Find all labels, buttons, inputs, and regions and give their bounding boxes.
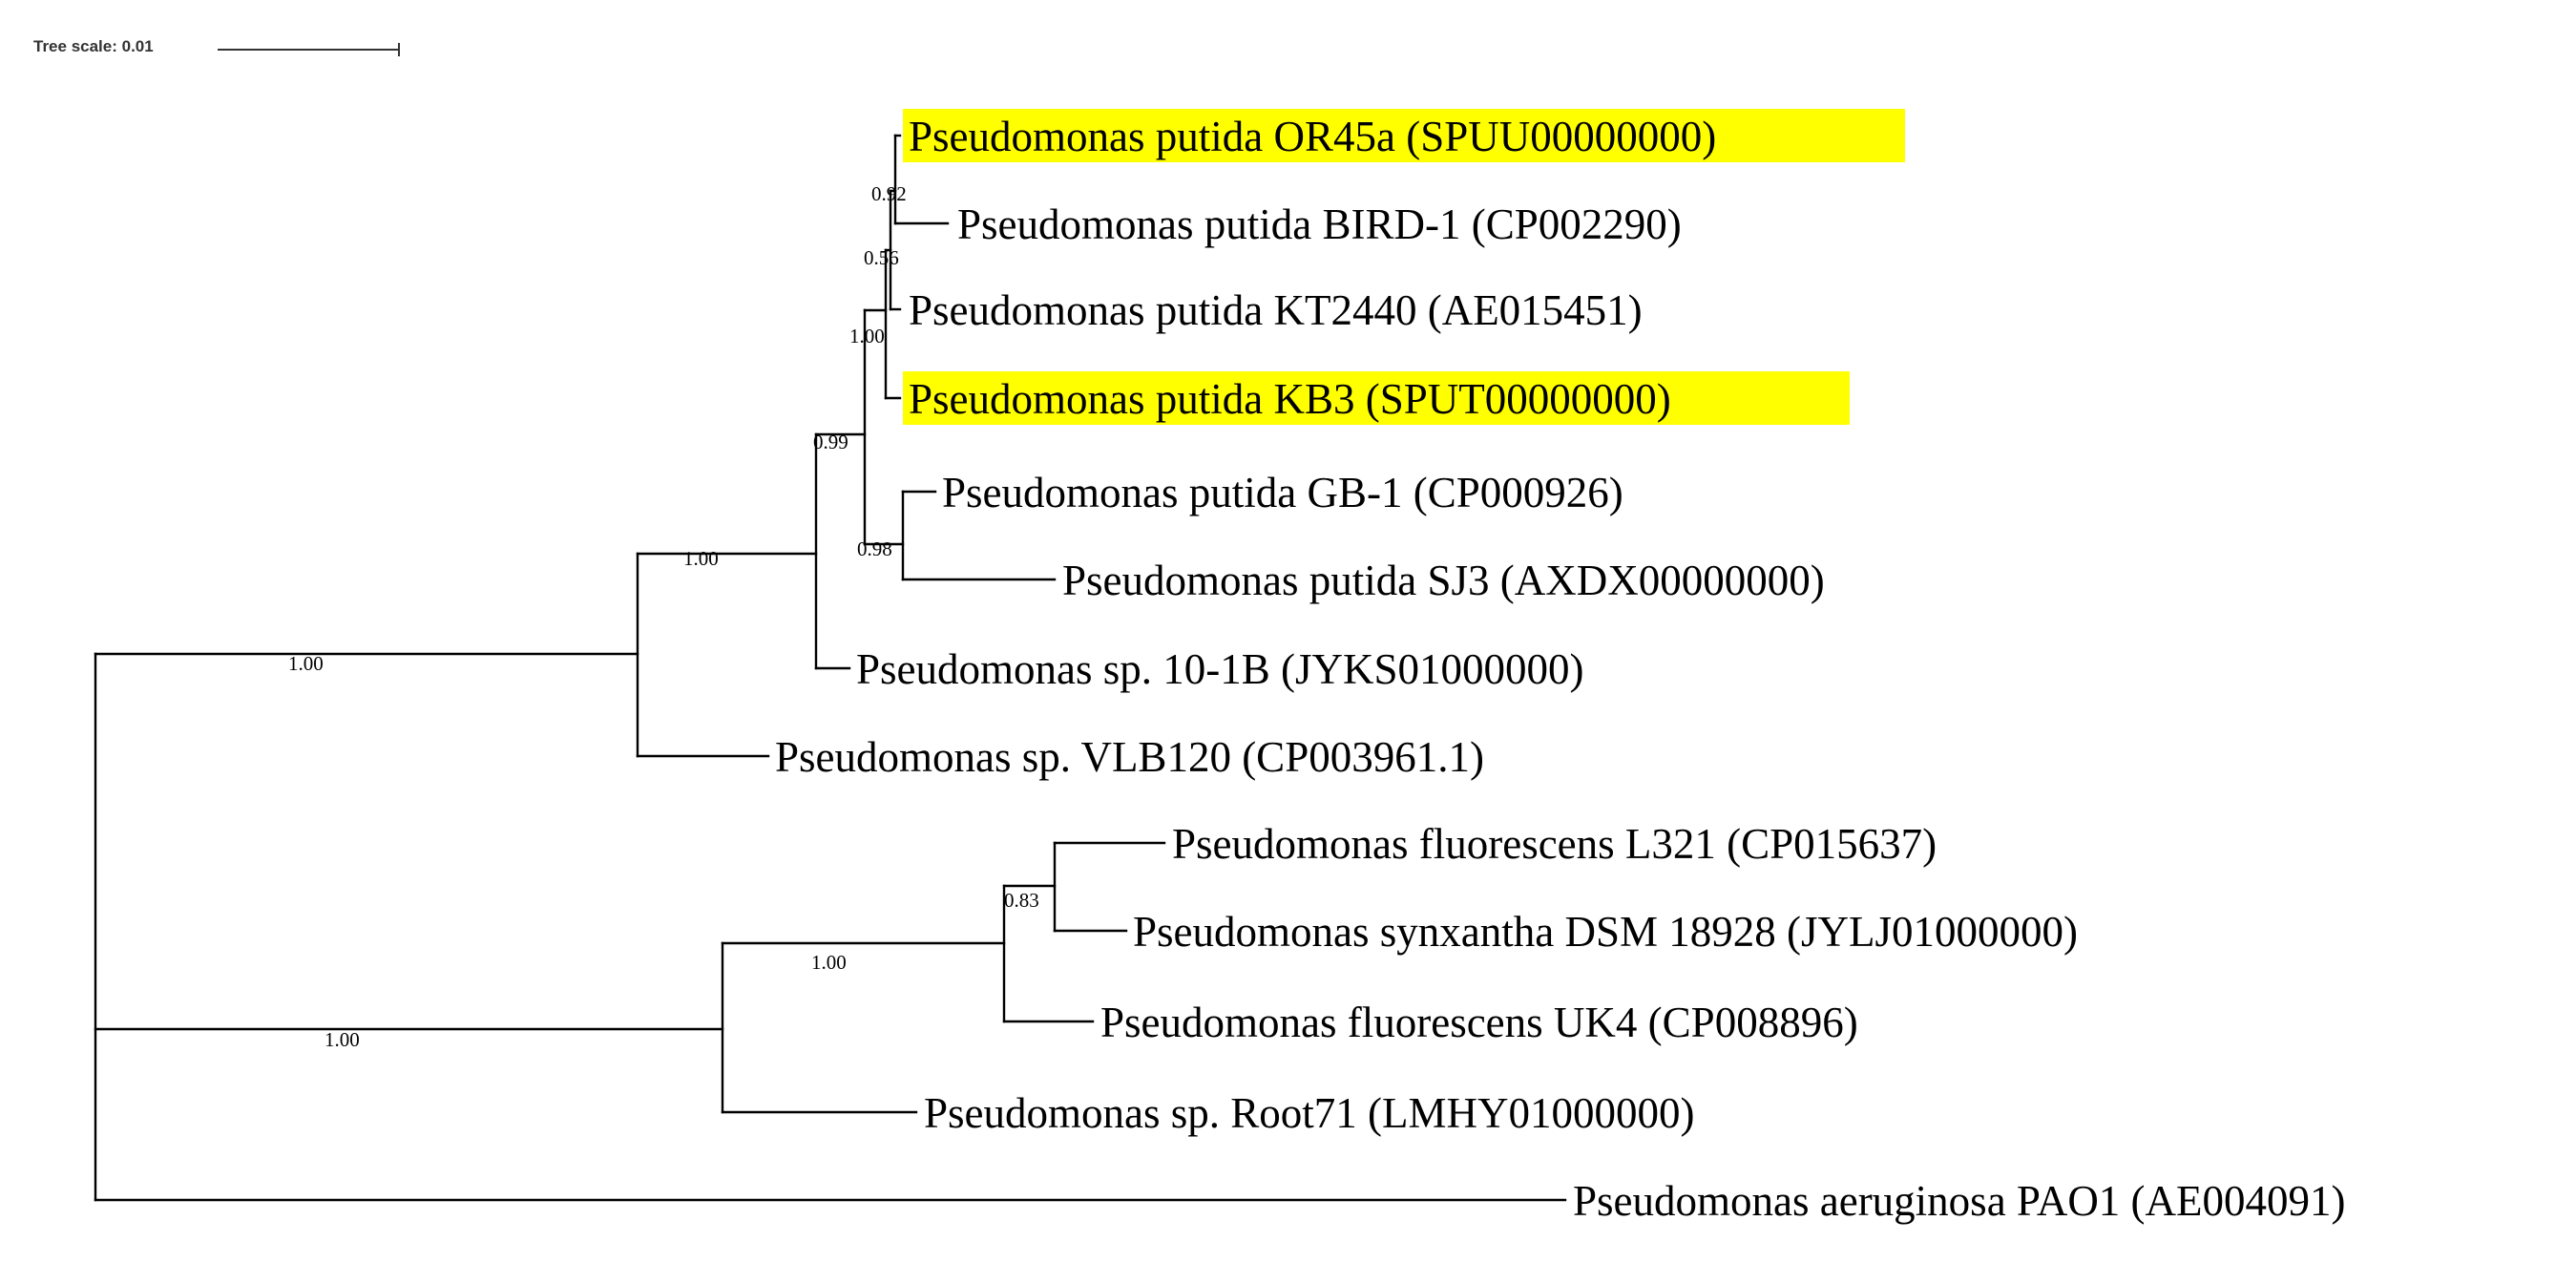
support-kt2440-clade: 0.56 — [864, 246, 899, 269]
leaf-label-pao1: Pseudomonas aeruginosa PAO1 (AE004091) — [1573, 1177, 2346, 1225]
support-gb1-sj3: 0.98 — [857, 537, 892, 560]
leaf-label-root71: Pseudomonas sp. Root71 (LMHY01000000) — [924, 1089, 1695, 1137]
leaf-highlights — [903, 109, 1905, 425]
leaf-label-kt2440: Pseudomonas putida KT2440 (AE015451) — [909, 286, 1643, 334]
tree-branches — [94, 134, 1567, 1202]
support-or45a-bird1: 0.92 — [871, 182, 907, 205]
support-putida-vlb-clade: 1.00 — [288, 652, 324, 675]
leaf-label-bird1: Pseudomonas putida BIRD-1 (CP002290) — [957, 200, 1682, 248]
leaf-labels: Pseudomonas putida OR45a (SPUU00000000) … — [775, 113, 2346, 1225]
leaf-label-l321: Pseudomonas fluorescens L321 (CP015637) — [1172, 820, 1937, 868]
leaf-label-vlb120: Pseudomonas sp. VLB120 (CP003961.1) — [775, 733, 1484, 781]
support-fluorescens-root71-clade: 1.00 — [325, 1028, 360, 1051]
tree-scale-label: Tree scale: 0.01 — [33, 37, 154, 55]
support-putida-group: 0.99 — [813, 431, 848, 453]
leaf-label-sp101b: Pseudomonas sp. 10-1B (JYKS01000000) — [856, 645, 1584, 693]
support-putida-sp-clade: 1.00 — [683, 547, 719, 570]
support-fluorescens-clade: 1.00 — [811, 951, 847, 974]
leaf-label-uk4: Pseudomonas fluorescens UK4 (CP008896) — [1100, 999, 1858, 1046]
leaf-label-gb1: Pseudomonas putida GB-1 (CP000926) — [942, 469, 1623, 516]
highlight-or45a — [903, 109, 1905, 162]
highlight-kb3 — [903, 371, 1850, 425]
leaf-label-dsm18928: Pseudomonas synxantha DSM 18928 (JYLJ010… — [1133, 908, 2078, 956]
support-values: 0.92 0.56 1.00 0.99 0.98 1.00 1.00 0.83 … — [288, 182, 1039, 1051]
support-fluorescens-l321-dsm: 0.83 — [1004, 889, 1039, 912]
leaf-label-or45a: Pseudomonas putida OR45a (SPUU00000000) — [909, 113, 1716, 160]
support-kb3-clade: 1.00 — [849, 325, 885, 347]
leaf-label-kb3: Pseudomonas putida KB3 (SPUT00000000) — [909, 375, 1671, 423]
leaf-label-sj3: Pseudomonas putida SJ3 (AXDX00000000) — [1062, 557, 1825, 604]
